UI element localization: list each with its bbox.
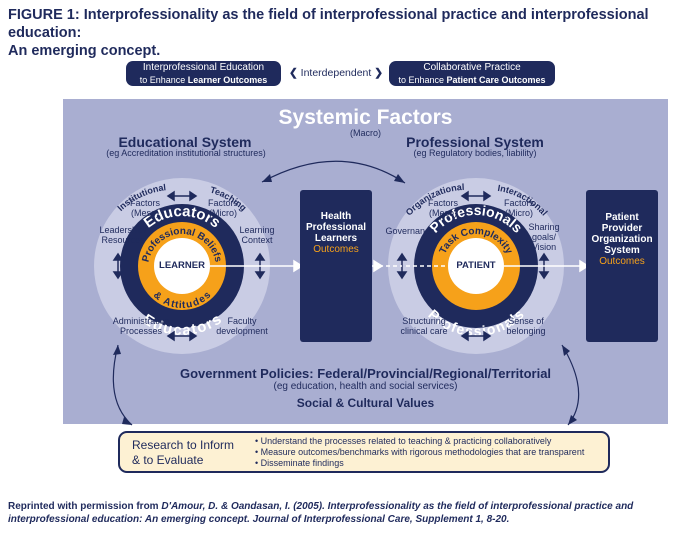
list-item: Measure outcomes/benchmarks with rigorou…: [255, 447, 585, 458]
professional-system-sub: (eg Regulatory bodies, liability): [413, 148, 537, 158]
right-line2: Provider: [601, 223, 643, 234]
sense-belonging-label: Sense of belonging: [496, 316, 556, 336]
professional-system-title: Professional System: [406, 134, 544, 150]
mid-line2: Professional: [305, 222, 367, 233]
inst-factors-label: Factors: [129, 198, 160, 208]
structuring-care-label: Structuring clinical care: [394, 316, 454, 336]
list-item: Understand the processes related to teac…: [255, 436, 584, 447]
citation-prefix: Reprinted with permission from: [8, 501, 162, 512]
patient-core: [448, 238, 504, 294]
teach-micro-label: (Micro): [209, 208, 237, 218]
ipe-pill-line2a: to Enhance: [139, 75, 188, 85]
citation-line1: D'Amour, D. & Oandasan, I. (2005). Inter…: [161, 501, 634, 512]
citation-line2: interprofessional education: An emerging…: [8, 514, 510, 525]
ipe-pill-line2b: Learner Outcomes: [187, 75, 268, 85]
inst-meso-label: (Meso): [130, 208, 159, 218]
leadership-label: Leadership/ Resources: [98, 225, 148, 245]
teach-factors-sub: Factors (Micro): [198, 198, 248, 218]
structuring-line2: clinical care: [400, 326, 448, 336]
research-title: Research to Inform & to Evaluate: [132, 438, 234, 468]
right-line3: Organization: [591, 234, 653, 245]
faculty-development-label: Faculty development: [212, 316, 272, 336]
macro-label: (Macro): [350, 128, 381, 138]
chevron-right-icon: ❯: [374, 67, 384, 79]
educational-system-sub: (eg Accreditation institutional structur…: [106, 148, 266, 158]
patient-outcomes-text: Patient Provider Organization System Out…: [586, 212, 658, 267]
cp-pill-line1: Collaborative Practice: [423, 62, 521, 73]
belonging-line2: belonging: [506, 326, 546, 336]
sharing-line2: goals/: [531, 232, 557, 242]
learner-core: [154, 238, 210, 294]
structuring-line1: Structuring: [402, 316, 446, 326]
health-learners-text: Health Professional Learners Outcomes: [300, 211, 372, 255]
cp-pill-line2a: to Enhance: [398, 75, 447, 85]
figure-title: FIGURE 1: Interprofessionality as the fi…: [8, 6, 688, 60]
list-item: Disseminate findings: [255, 458, 584, 469]
learner-label: LEARNER: [159, 260, 205, 271]
learning-context-label: Learning Context: [232, 225, 282, 245]
admin-processes-label: Administrative Processes: [106, 316, 176, 336]
interdependent-label: ❮ Interdependent ❯: [284, 67, 388, 79]
research-title-line2: & to Evaluate: [132, 453, 204, 467]
government-policies-sub: (eg education, health and social service…: [273, 381, 458, 392]
social-cultural-values-label: Social & Cultural Values: [296, 396, 435, 410]
right-outcomes: Outcomes: [599, 256, 645, 267]
research-list: Understand the processes related to teac…: [255, 436, 585, 469]
right-line1: Patient: [605, 212, 639, 223]
cp-pill-line2b: Patient Care Outcomes: [446, 75, 546, 85]
mid-outcomes: Outcomes: [313, 244, 359, 255]
flow-arrows: [210, 259, 590, 273]
double-arrow-icon: [112, 190, 550, 342]
arrowhead-icon: [568, 415, 577, 425]
org-meso-label: (Meso): [428, 208, 457, 218]
interprofessional-education-pill: Interprofessional Education to Enhance L…: [126, 61, 281, 86]
int-factors-label: Factors: [503, 198, 534, 208]
research-box: Research to Inform & to Evaluate Underst…: [118, 431, 610, 473]
right-line4: System: [604, 245, 640, 256]
inst-factors-sub: Factors (Meso): [120, 198, 170, 218]
chevron-left-icon: ❮: [288, 67, 298, 79]
arrowhead-icon: [113, 345, 121, 355]
citation: Reprinted with permission from D'Amour, …: [8, 500, 688, 526]
arrowhead-icon: [562, 345, 570, 356]
governance-label: Governance: [385, 226, 435, 236]
mid-line3: Learners: [314, 233, 358, 244]
government-policies-label: Government Policies: Federal/Provincial/…: [179, 366, 552, 381]
sharing-goals-label: Sharing goals/ Vision: [524, 222, 564, 252]
leadership-line2: Resources: [101, 235, 145, 245]
systemic-factors-title: Systemic Factors: [278, 106, 453, 129]
faculty-line1: Faculty: [227, 316, 257, 326]
mid-line1: Health: [320, 211, 352, 222]
learning-line1: Learning: [239, 225, 275, 235]
org-factors-sub: Factors (Meso): [418, 198, 468, 218]
int-factors-sub: Factors (Micro): [494, 198, 544, 218]
admin-line1: Administrative: [112, 316, 170, 326]
sharing-line1: Sharing: [528, 222, 560, 232]
research-title-line1: Research to Inform: [132, 438, 235, 452]
faculty-line2: development: [216, 326, 268, 336]
curved-arrow-top: [261, 160, 406, 184]
arrowhead-icon: [394, 174, 405, 183]
teach-factors-label: Factors: [207, 198, 238, 208]
admin-line2: Processes: [119, 326, 163, 336]
ipe-pill-line1: Interprofessional Education: [142, 62, 265, 73]
int-micro-label: (Micro): [505, 208, 533, 218]
collaborative-practice-pill: Collaborative Practice to Enhance Patien…: [389, 61, 555, 86]
interdependent-text: Interdependent: [300, 67, 372, 79]
curved-arrow-left: [112, 344, 133, 426]
belonging-line1: Sense of: [508, 316, 544, 326]
educational-system-title: Educational System: [118, 134, 252, 150]
patient-outcomes-box: [586, 190, 658, 342]
arrowhead-icon: [122, 417, 132, 425]
figure-title-line2: An emerging concept.: [8, 43, 161, 59]
sharing-line3: Vision: [531, 242, 557, 252]
org-factors-label: Factors: [427, 198, 458, 208]
learning-line2: Context: [241, 235, 273, 245]
leadership-line1: Leadership/: [99, 225, 147, 235]
arrowhead-icon: [262, 174, 272, 182]
figure-title-line1: FIGURE 1: Interprofessionality as the fi…: [8, 7, 649, 41]
patient-label: PATIENT: [456, 260, 496, 271]
health-learners-box: [300, 190, 372, 342]
